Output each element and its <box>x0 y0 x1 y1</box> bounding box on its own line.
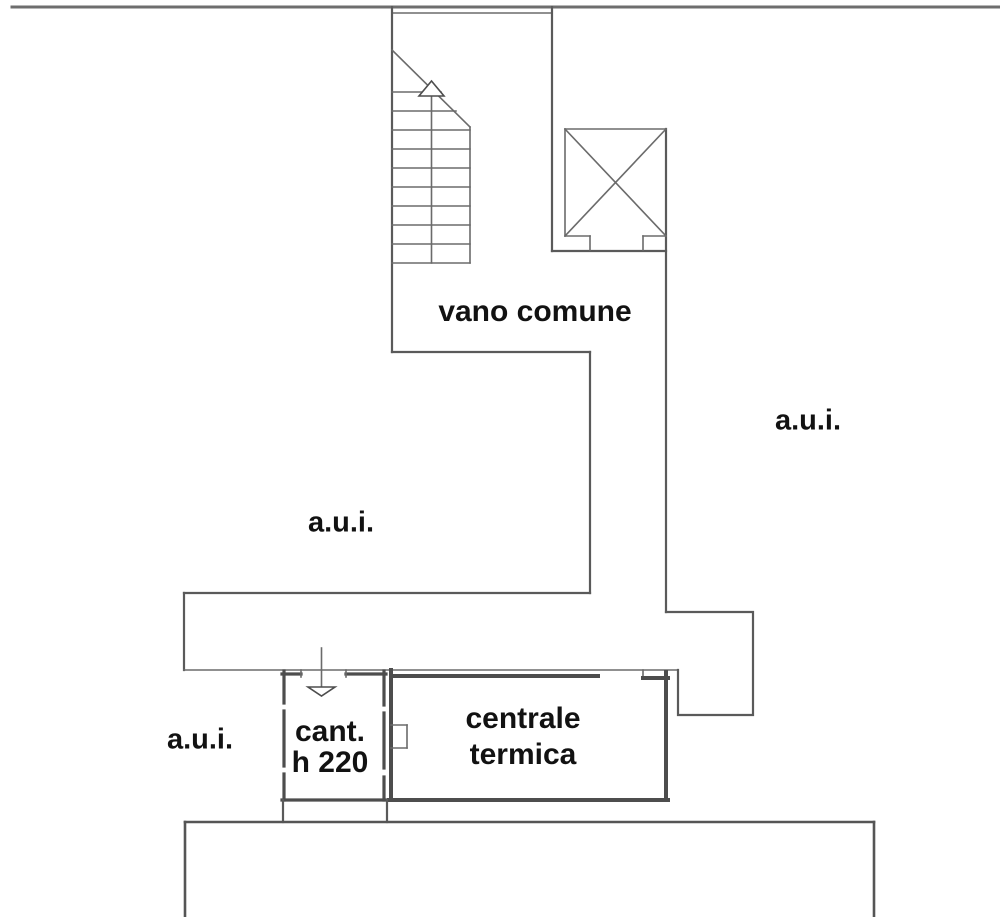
wall-niche <box>390 724 408 749</box>
cantina-room-walls <box>280 647 388 802</box>
elevator-shaft <box>550 5 668 614</box>
cantina-entrance-down-arrow-icon <box>305 647 338 697</box>
label-aui-lower-left: a.u.i. <box>166 723 234 756</box>
stairs-up-arrow-icon <box>417 79 446 97</box>
label-centrale-termica-line1: centrale <box>465 702 581 735</box>
label-centrale-termica: centrale termica <box>465 701 580 773</box>
label-aui-middle-left: a.u.i. <box>307 506 375 539</box>
centrale-termica-walls <box>387 668 670 802</box>
vano-comune-walls <box>390 350 592 595</box>
label-cantina-line1: cant. <box>294 715 366 748</box>
elevator-x-icon <box>563 127 668 251</box>
label-aui-upper-right: a.u.i. <box>774 404 842 437</box>
label-centrale-termica-line2: termica <box>469 738 577 771</box>
top-boundary-wall <box>10 5 1000 14</box>
staircase <box>390 5 472 354</box>
lower-building-walls <box>183 820 876 917</box>
corridor-walls <box>182 591 679 672</box>
label-cantina-line2: h 220 <box>291 746 369 779</box>
label-vano-comune: vano comune <box>438 295 632 328</box>
label-cantina: cant. h 220 <box>292 716 369 778</box>
right-boundary-walls <box>664 610 755 717</box>
connector-walls <box>281 798 389 824</box>
